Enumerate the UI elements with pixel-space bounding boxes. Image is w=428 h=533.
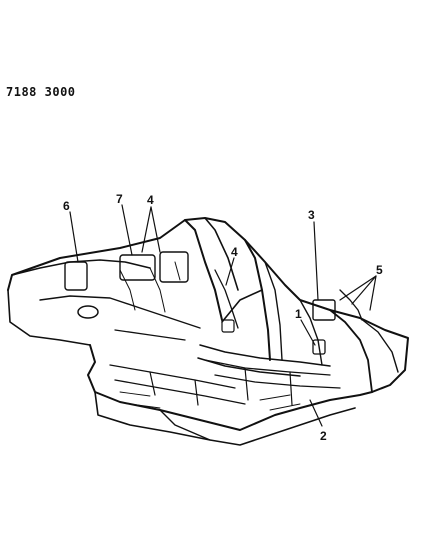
leader-lines — [69, 204, 377, 427]
callout-6: 6 — [63, 199, 70, 213]
callout-7: 7 — [116, 192, 123, 206]
callout-3: 3 — [308, 208, 315, 222]
callout-5: 5 — [376, 263, 383, 277]
callout-2: 2 — [320, 429, 327, 443]
callout-4-pillar: 4 — [231, 245, 238, 259]
callout-1: 1 — [295, 307, 302, 321]
callout-4-rear: 4 — [147, 193, 154, 207]
body-shell — [7, 217, 409, 446]
diagram-code: 7188 3000 — [6, 85, 76, 99]
callouts: 6 7 4 4 3 5 1 2 — [63, 192, 383, 443]
